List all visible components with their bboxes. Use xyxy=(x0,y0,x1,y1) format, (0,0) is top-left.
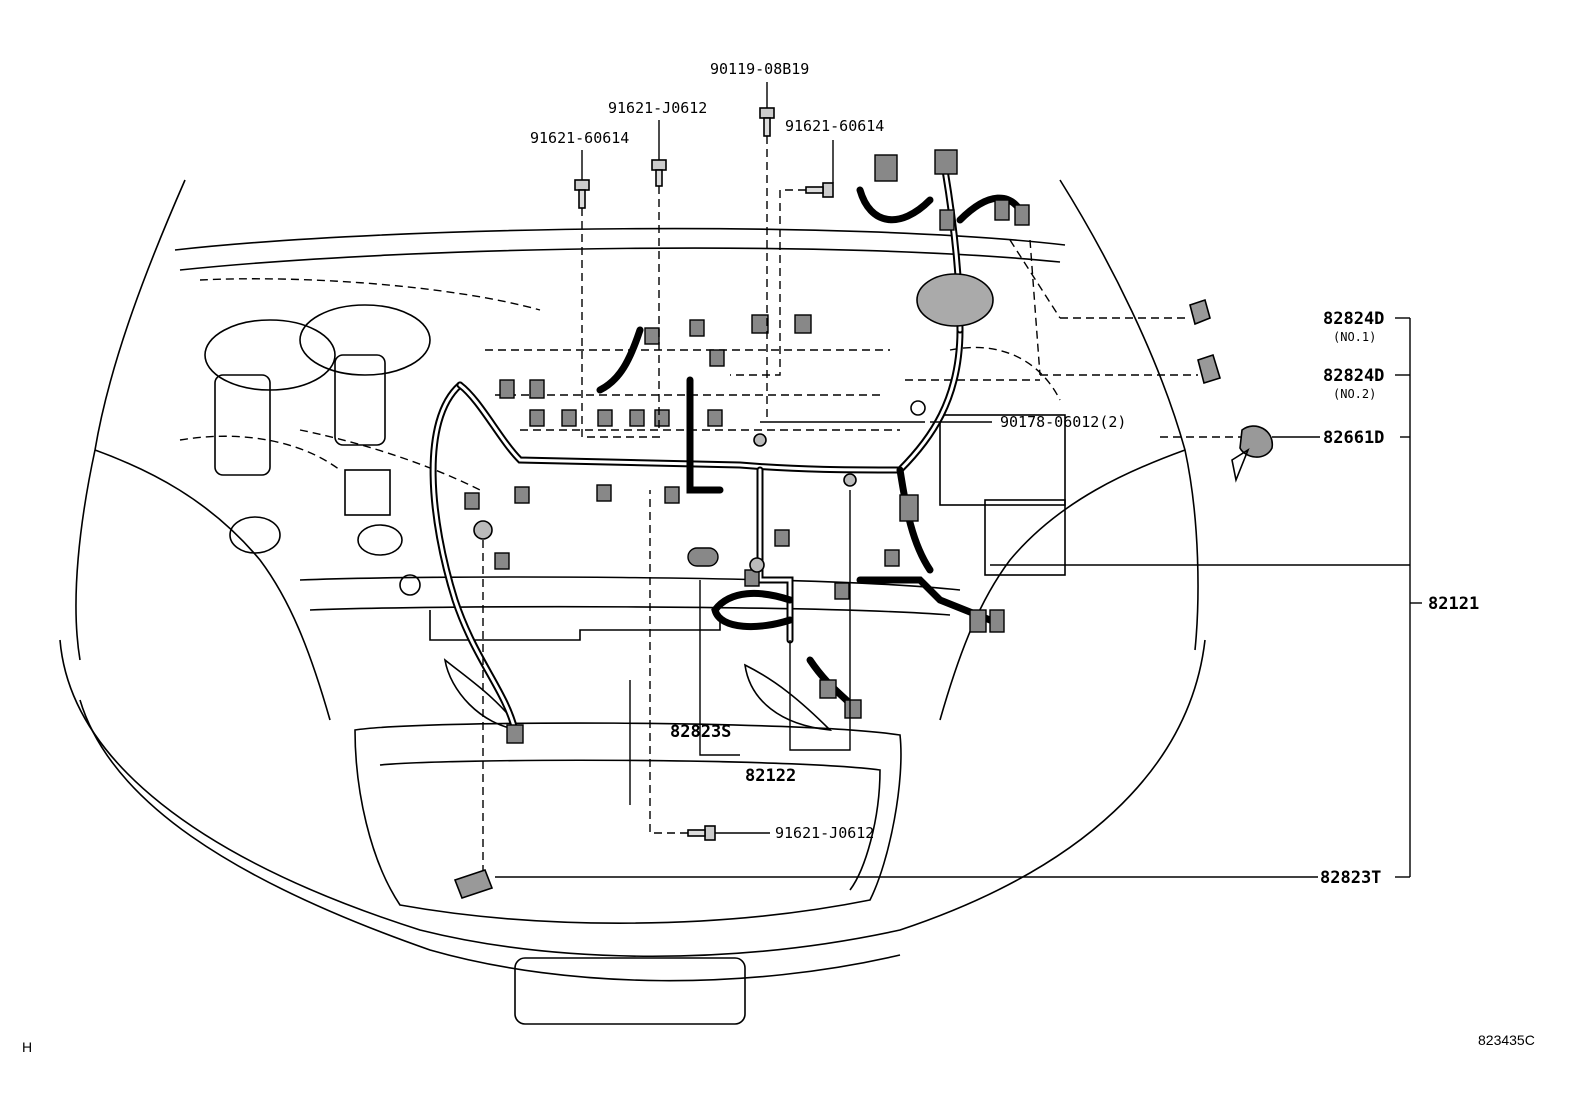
part-label-82824d-no1: 82824D xyxy=(1323,309,1384,329)
part-label-90119-08b19: 90119-08B19 xyxy=(710,60,809,78)
bolt-icon xyxy=(574,107,834,841)
part-label-82823t: 82823T xyxy=(1320,868,1381,888)
part-label-91621-60614-right: 91621-60614 xyxy=(785,117,884,135)
figure-id: 823435C xyxy=(1478,1032,1535,1048)
part-sublabel-no2: (NO.2) xyxy=(1333,387,1376,401)
part-label-90178-06012: 90178-06012(2) xyxy=(1000,413,1126,431)
part-label-82661d: 82661D xyxy=(1323,428,1384,448)
part-label-91621-j0612-top: 91621-J0612 xyxy=(608,99,707,117)
clip-icon xyxy=(453,298,1273,899)
wire-harness xyxy=(399,149,1030,744)
part-labels: 90119-08B19 91621-J0612 91621-60614 9162… xyxy=(530,60,1479,888)
part-label-82122: 82122 xyxy=(745,766,796,786)
part-label-82824d-no2: 82824D xyxy=(1323,366,1384,386)
part-label-82823s: 82823S xyxy=(670,722,731,742)
car-body-outline xyxy=(59,179,1206,1025)
part-sublabel-no1: (NO.1) xyxy=(1333,330,1376,344)
corner-letter: H xyxy=(22,1039,32,1055)
leader-lines xyxy=(482,82,1422,878)
part-label-91621-j0612-bottom: 91621-J0612 xyxy=(775,824,874,842)
part-label-91621-60614-left: 91621-60614 xyxy=(530,129,629,147)
part-label-82121: 82121 xyxy=(1428,594,1479,614)
